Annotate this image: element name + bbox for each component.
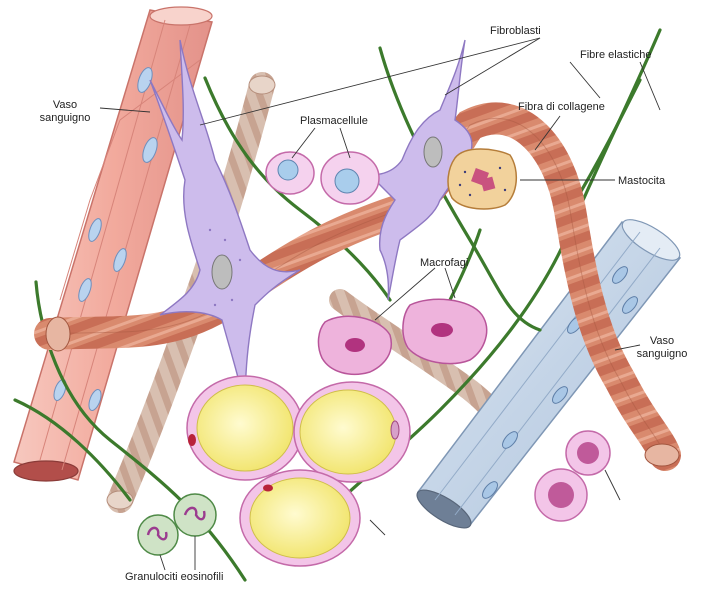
fibroblast-right bbox=[368, 39, 473, 301]
adipocyte-2 bbox=[293, 381, 411, 483]
adipocyte-3 bbox=[239, 469, 361, 567]
plasma-cell-1 bbox=[265, 151, 315, 195]
eosinophil-1 bbox=[137, 514, 179, 556]
adipocyte-1 bbox=[186, 375, 304, 481]
label-vaso-sanguigno-left-line2: sanguigno bbox=[40, 112, 91, 124]
vein-vessel bbox=[416, 219, 682, 529]
fibroblast-left bbox=[149, 39, 301, 411]
leader-lines bbox=[99, 37, 661, 571]
eosinophil-2 bbox=[173, 493, 217, 537]
mastocyte-cell bbox=[447, 148, 517, 210]
adipocytes bbox=[186, 375, 411, 567]
label-vaso-sanguigno-left-line1: Vaso bbox=[53, 99, 77, 111]
label-granulociti-eosinofili: Granulociti eosinofili bbox=[125, 571, 223, 583]
macrophage-2 bbox=[402, 298, 488, 365]
label-fibroblasti: Fibroblasti bbox=[490, 25, 541, 37]
endothelial-nuclei bbox=[53, 67, 158, 411]
label-mastocita: Mastocita bbox=[618, 175, 666, 187]
label-fibre-elastiche: Fibre elastiche bbox=[580, 49, 652, 61]
small-cells-lower-right bbox=[534, 430, 611, 522]
label-vaso-sanguigno-right-line1: Vaso bbox=[650, 335, 674, 347]
macrophage-1 bbox=[317, 315, 392, 376]
label-vaso-sanguigno-right-line2: sanguigno bbox=[637, 348, 688, 360]
label-macrofagi: Macrofagi bbox=[420, 257, 468, 269]
label-fibra-di-collagene: Fibra di collagene bbox=[518, 101, 605, 113]
diagram-labels: Fibroblasti Fibre elastiche Vaso sanguig… bbox=[40, 25, 688, 583]
artery-vessel bbox=[13, 6, 213, 482]
plasma-cell-2 bbox=[320, 151, 380, 205]
label-plasmacellule: Plasmacellule bbox=[300, 115, 368, 127]
eosinophils bbox=[137, 493, 217, 556]
